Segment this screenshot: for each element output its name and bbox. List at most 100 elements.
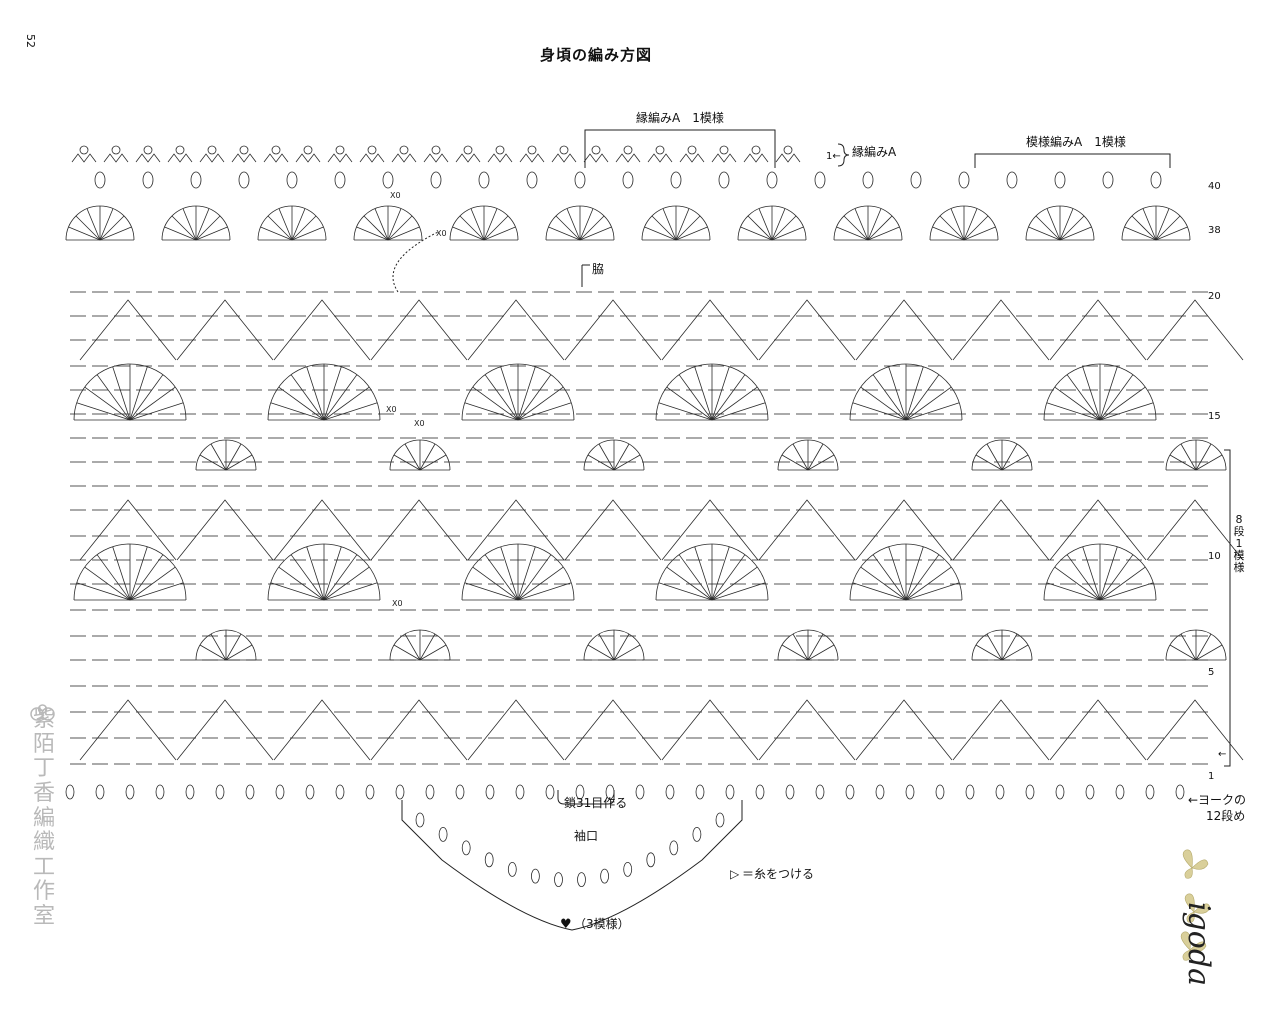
pineapple-fan: [711, 386, 758, 421]
picot: [751, 145, 761, 155]
sleeve-bobble: [438, 827, 448, 842]
pineapple-fan: [1054, 386, 1101, 421]
edging-a-repeat-label: 縁編みA 1模様: [636, 111, 724, 125]
bobble: [1150, 171, 1162, 189]
lattice: [370, 699, 468, 761]
yoke-fan: [675, 208, 690, 241]
yoke-fan-arc: [449, 205, 519, 241]
yoke-fan: [99, 226, 132, 241]
pineapple-fan: [270, 402, 325, 421]
pineapple-fan: [96, 374, 131, 421]
pineapple-fan: [517, 546, 536, 601]
yoke-fan: [579, 208, 594, 241]
shell-fan: [807, 443, 824, 471]
shell-fan-arc: [777, 439, 839, 471]
yoke-fan: [363, 215, 389, 241]
pineapple-fan: [1099, 566, 1146, 601]
bobble: [382, 171, 394, 189]
shell-fan: [975, 454, 1003, 471]
yoke-connector: [392, 231, 439, 293]
pineapple-fan: [517, 402, 572, 421]
yoke-fan-arc: [641, 205, 711, 241]
bobble: [190, 171, 202, 189]
pineapple-fan: [1099, 366, 1118, 421]
pineapple-fan: [666, 566, 713, 601]
bobble: [910, 171, 922, 189]
edging-chain: [455, 153, 481, 163]
yoke-fan: [1155, 208, 1170, 241]
bobble: [862, 171, 874, 189]
bobble: [814, 171, 826, 189]
yoke-fan: [374, 208, 389, 241]
lattice: [952, 699, 1050, 761]
bobble: [238, 171, 250, 189]
yoke-fan: [675, 226, 708, 241]
pineapple-fan: [860, 566, 907, 601]
yoke-fan: [291, 215, 317, 241]
watermark-text: 紫陌丁香編織工作室: [32, 707, 55, 929]
pattern-a-bracket: [974, 153, 1171, 168]
edge-bobble: [575, 784, 585, 800]
yoke-fan: [662, 208, 677, 241]
yoke-fan: [867, 215, 893, 241]
edging-chain: [615, 153, 641, 163]
pineapple-fan-arc: [1043, 363, 1157, 421]
picot: [783, 145, 793, 155]
picot: [719, 145, 729, 155]
pineapple-fan: [96, 554, 131, 601]
shell-fan: [1169, 454, 1197, 471]
edge-bobble: [995, 784, 1005, 800]
edging-chain: [359, 153, 385, 163]
yoke-fan: [86, 208, 101, 241]
pineapple-fan: [129, 374, 164, 421]
pineapple-fan: [888, 366, 907, 421]
row-number-10: 10: [1208, 551, 1221, 562]
lattice: [855, 499, 953, 561]
pineapple-fan: [1099, 402, 1154, 421]
edge-bobble: [695, 784, 705, 800]
edging-chain: [743, 153, 769, 163]
yoke-fan: [1155, 226, 1188, 241]
pineapple-fan: [658, 582, 713, 601]
edging-chain: [103, 153, 129, 163]
picot: [463, 145, 473, 155]
bobble: [334, 171, 346, 189]
lattice: [467, 699, 565, 761]
yoke-fan-arc: [737, 205, 807, 241]
yoke-fan: [470, 208, 485, 241]
shell-fan: [419, 644, 447, 661]
shell-fan: [419, 633, 436, 661]
bobble: [430, 171, 442, 189]
edging-chain: [135, 153, 161, 163]
pineapple-fan: [1066, 374, 1101, 421]
pineapple-fan: [658, 402, 713, 421]
bobble: [670, 171, 682, 189]
yoke-fan: [483, 215, 509, 241]
yoke-fan: [291, 226, 324, 241]
lattice: [79, 699, 177, 761]
pineapple-fan: [323, 554, 358, 601]
picot: [431, 145, 441, 155]
pineapple-fan: [905, 546, 924, 601]
pineapple-fan: [290, 554, 325, 601]
shell-fan-arc: [389, 629, 451, 661]
lattice: [79, 499, 177, 561]
edge-bobble: [605, 784, 615, 800]
shell-fan-arc: [971, 629, 1033, 661]
shell-fan: [404, 633, 421, 661]
edging-chain: [295, 153, 321, 163]
yoke-fan-arc: [65, 205, 135, 241]
yoke-fan: [963, 215, 989, 241]
sleeve-bobble: [600, 868, 609, 884]
edge-bobble: [1115, 784, 1125, 800]
repeat-brackets: [392, 129, 1231, 931]
pineapple-fan: [860, 386, 907, 421]
edge-bobble: [275, 784, 285, 800]
heart-repeat-label: （3模様）: [574, 917, 630, 931]
pineapple-fan: [678, 554, 713, 601]
pineapple-fan: [905, 366, 924, 421]
x0-marker: X0: [436, 229, 447, 238]
yoke-fan: [740, 226, 773, 241]
lattice: [952, 499, 1050, 561]
shell-fan: [393, 644, 421, 661]
